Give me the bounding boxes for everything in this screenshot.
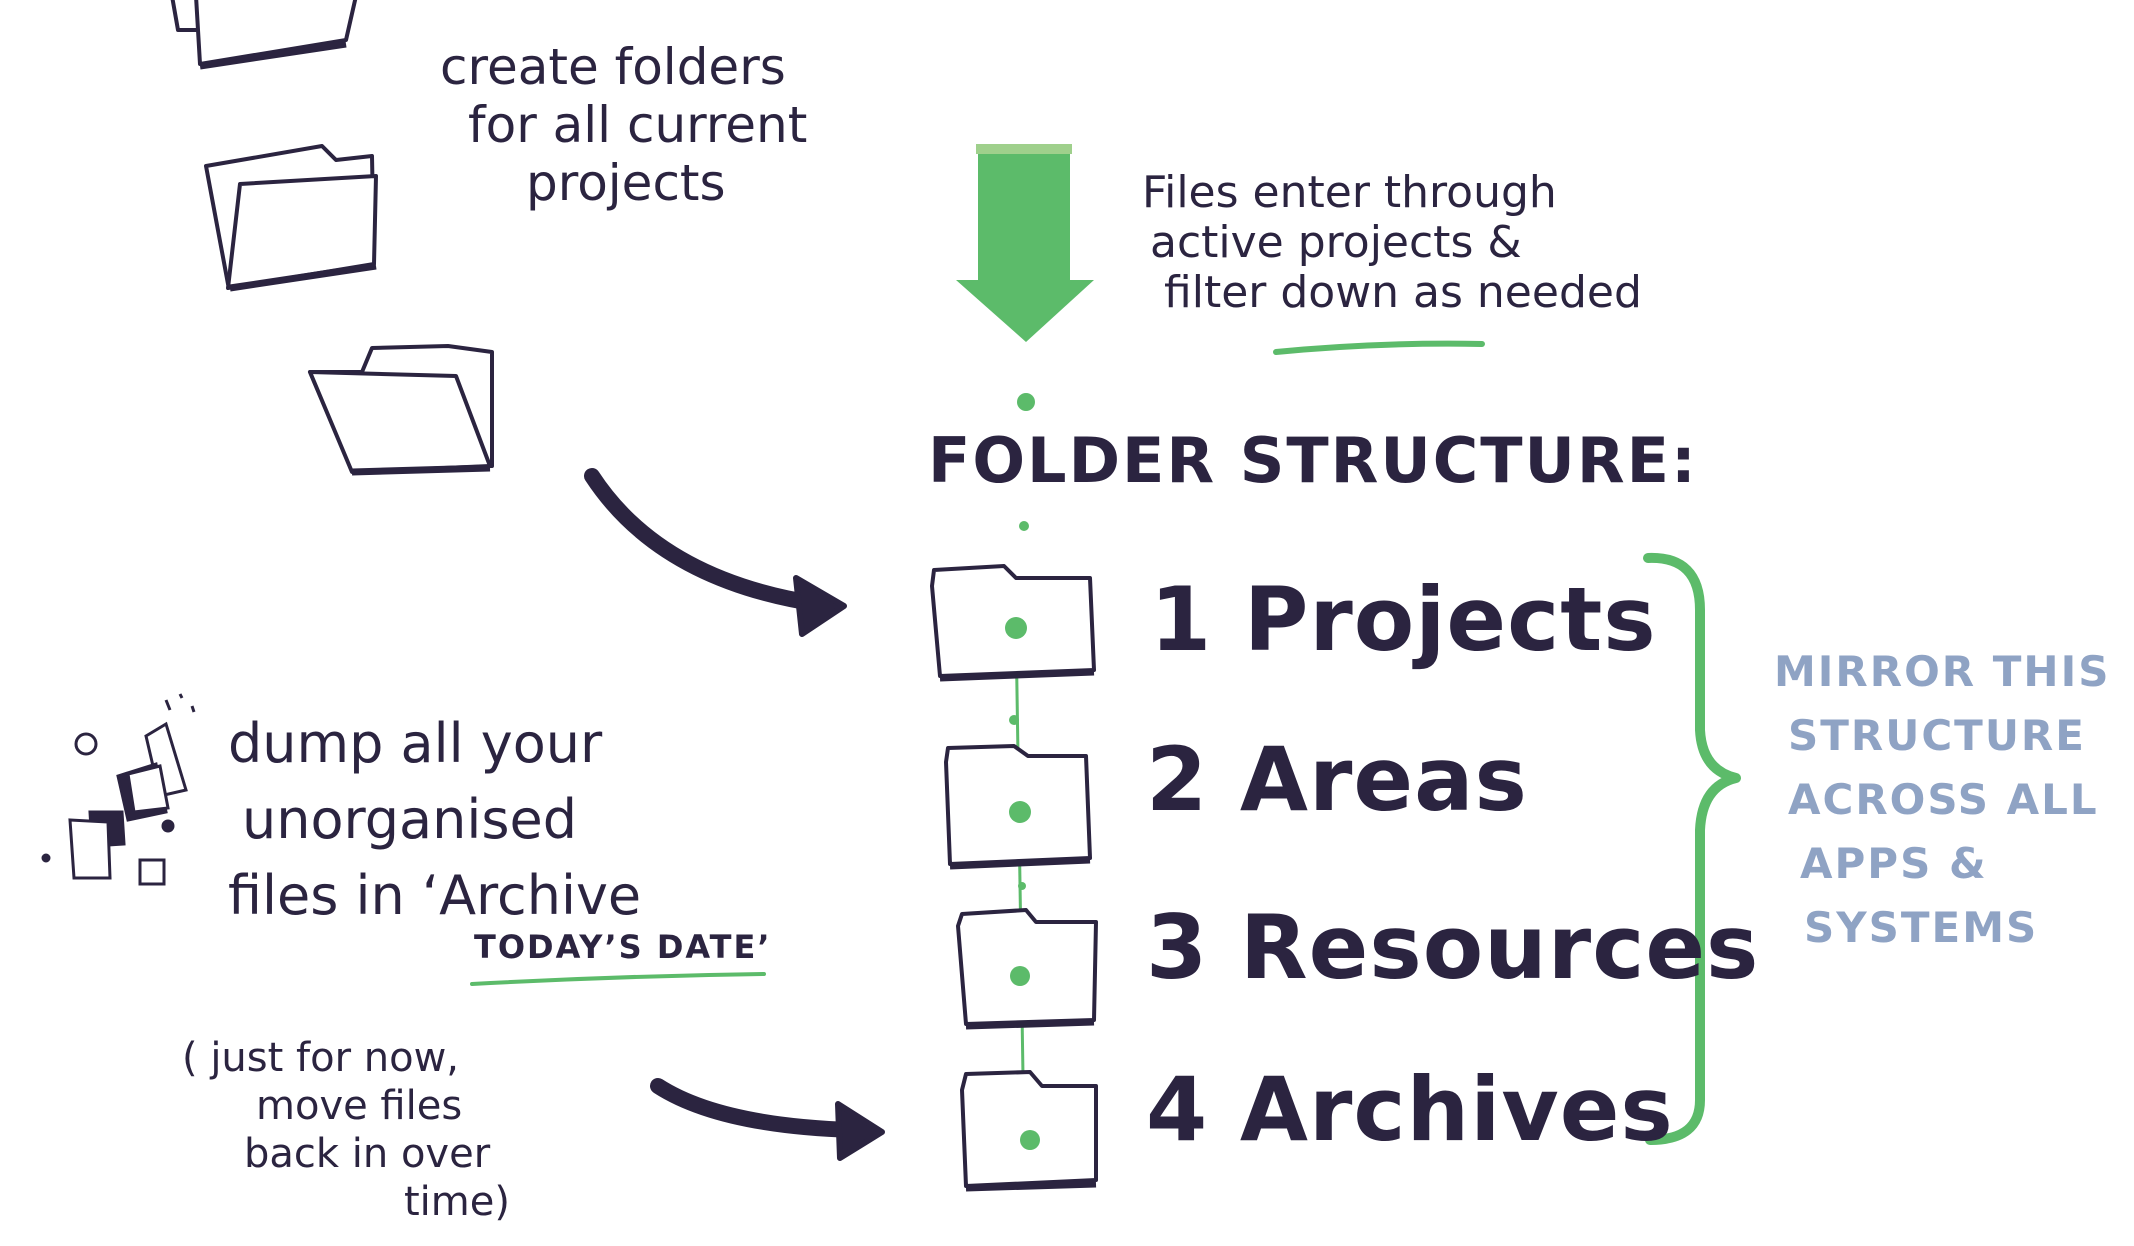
arrow-head <box>835 1101 885 1161</box>
curly-brace-icon <box>1643 552 1741 1145</box>
structure-item-areas: 2 Areas <box>1146 728 1528 831</box>
note-line: for all current <box>468 96 808 154</box>
note-line: MIRROR THIS <box>1774 647 2111 696</box>
folder-structure-title: FOLDER STRUCTURE: <box>928 424 1698 497</box>
mirror-structure-note: MIRROR THIS STRUCTURE ACROSS ALL APPS & … <box>1774 640 2110 960</box>
item-number: 4 <box>1146 1058 1209 1161</box>
down-arrow-icon <box>956 144 1094 342</box>
item-name: Projects <box>1243 568 1657 671</box>
curved-arrow-icon <box>584 468 826 612</box>
item-name: Resources <box>1239 896 1760 999</box>
open-folder-icon <box>204 144 378 292</box>
item-number: 1 <box>1150 568 1213 671</box>
item-number: 3 <box>1146 896 1209 999</box>
item-name: Areas <box>1239 728 1528 831</box>
connector-dot <box>1018 882 1026 890</box>
dump-files-note: dump all your unorganised files in ‘Arch… <box>228 706 641 934</box>
todays-date-label: TODAY’S DATE’ <box>474 928 772 966</box>
structure-item-archives: 4 Archives <box>1146 1058 1674 1161</box>
connector-dot <box>1017 393 1035 411</box>
note-line: STRUCTURE <box>1788 711 2086 760</box>
scattered-papers-icon <box>41 693 196 886</box>
underline-accent <box>1273 340 1485 355</box>
underline-accent <box>470 972 766 986</box>
note-line: unorganised <box>242 788 577 851</box>
note-line: ( just for now, <box>182 1035 459 1081</box>
note-line: Files enter through <box>1142 167 1557 218</box>
note-line: dump all your <box>228 712 603 775</box>
open-folder-icon <box>308 344 494 476</box>
note-line: back in over <box>244 1131 491 1177</box>
curved-arrow-icon <box>650 1078 862 1138</box>
just-for-now-note: ( just for now, move files back in over … <box>182 1034 510 1226</box>
item-name: Archives <box>1239 1058 1674 1161</box>
files-enter-note: Files enter through active projects & fi… <box>1142 168 1642 318</box>
note-line: time) <box>404 1179 510 1225</box>
connector-dot <box>1019 521 1029 531</box>
folder-dot <box>1010 966 1030 986</box>
structure-item-projects: 1 Projects <box>1150 568 1657 671</box>
connector-dot <box>1009 715 1019 725</box>
folder-dot <box>1005 617 1027 639</box>
item-number: 2 <box>1146 728 1209 831</box>
folder-icon-top-partial <box>170 0 358 70</box>
folder-icon <box>956 908 1098 1030</box>
note-line: filter down as needed <box>1164 267 1642 318</box>
folder-dot <box>1020 1130 1040 1150</box>
structure-item-resources: 3 Resources <box>1146 896 1759 999</box>
note-line: move files <box>256 1083 463 1129</box>
create-folders-note: create folders for all current projects <box>440 38 807 212</box>
folder-dot <box>1009 801 1031 823</box>
note-line: files in ‘Archive <box>228 864 642 927</box>
note-line: SYSTEMS <box>1804 903 2039 952</box>
folder-icon <box>960 1070 1098 1192</box>
note-line: ACROSS ALL <box>1788 775 2099 824</box>
arrow-head <box>793 575 847 637</box>
note-line: APPS & <box>1800 839 1988 888</box>
note-line: active projects & <box>1150 217 1522 268</box>
note-line: create folders <box>440 38 786 96</box>
note-line: projects <box>526 154 726 212</box>
